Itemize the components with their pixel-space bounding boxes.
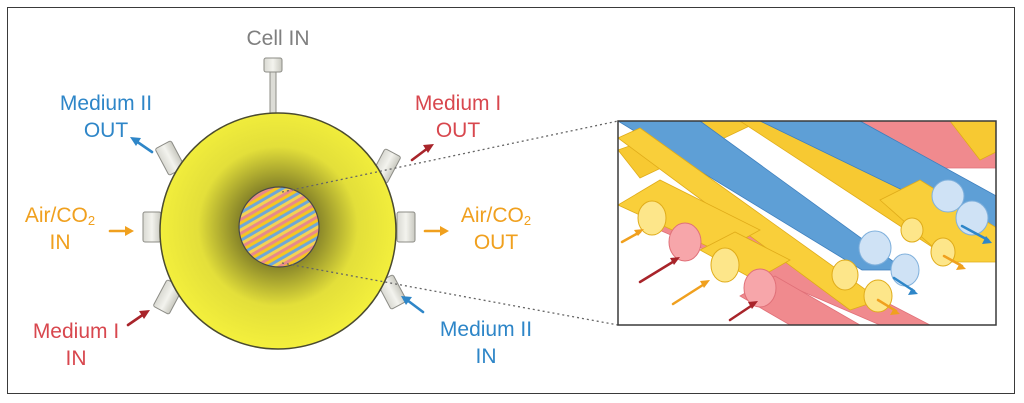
- medium1-out-line1: Medium I: [414, 92, 502, 115]
- cell-in-port: [263, 57, 283, 117]
- zoom-lines: [281, 120, 619, 326]
- medium2-in-arrow: [405, 298, 425, 314]
- medium2-in-line2: IN: [475, 345, 497, 368]
- medium1-in-line2: IN: [65, 347, 87, 370]
- fiber-zoom-inset: [617, 120, 997, 326]
- air-out-line2: OUT: [473, 231, 519, 254]
- medium1-in-line1: Medium I: [32, 320, 120, 343]
- flow-arrows: [108, 139, 443, 327]
- flow-arrowheads: [125, 137, 449, 319]
- air-out-subscript: 2: [523, 213, 532, 228]
- air-out-label: Air/CO2 OUT: [446, 202, 546, 256]
- medium2-in-label: Medium II IN: [424, 316, 548, 370]
- medium1-out-label: Medium I OUT: [400, 90, 516, 144]
- medium1-in-arrow: [126, 312, 146, 327]
- medium2-in-line1: Medium II: [439, 318, 533, 341]
- medium2-out-line2: OUT: [83, 119, 129, 142]
- medium1-in-label: Medium I IN: [18, 318, 134, 372]
- medium2-out-arrow: [134, 139, 154, 154]
- air-in-subscript: 2: [87, 213, 96, 228]
- air-in-prefix: Air/CO: [24, 204, 88, 227]
- cell-in-label: Cell IN: [246, 27, 310, 50]
- medium2-out-line1: Medium II: [59, 92, 153, 115]
- air-in-line2: IN: [49, 231, 71, 254]
- medium1-out-line2: OUT: [435, 119, 481, 142]
- woven-fiber-core: [238, 186, 320, 268]
- medium1-out-arrow: [410, 146, 430, 162]
- air-in-label: Air/CO2 IN: [10, 202, 110, 256]
- medium2-out-label: Medium II OUT: [44, 90, 168, 144]
- air-out-prefix: Air/CO: [460, 204, 524, 227]
- air-in-line1: Air/CO2: [10, 202, 110, 229]
- air-out-line1: Air/CO2: [446, 202, 546, 229]
